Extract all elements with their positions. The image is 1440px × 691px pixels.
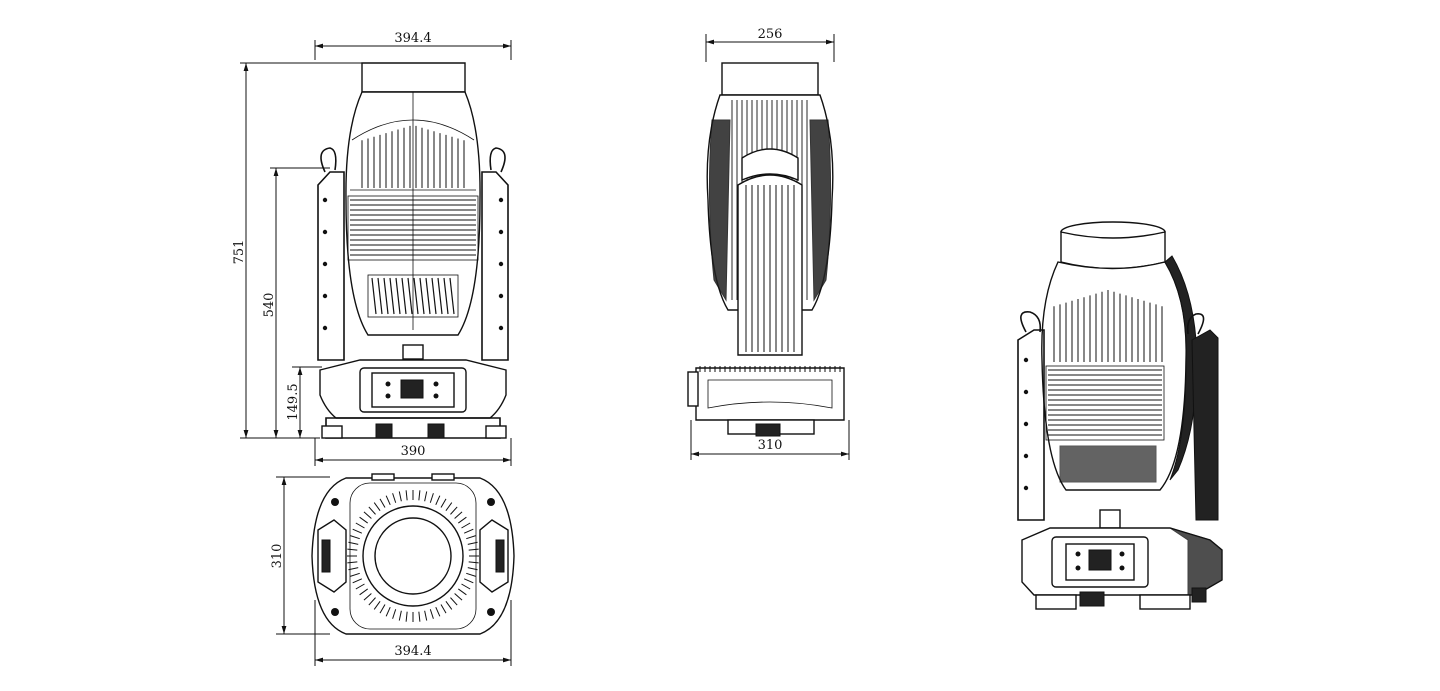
top-depth-label: 310 [270, 544, 285, 569]
front-height-total-label: 751 [232, 240, 247, 265]
side-width-base-label: 310 [758, 438, 783, 453]
top-width-label: 394.4 [394, 644, 431, 659]
top-view: 310 394.4 [270, 473, 515, 666]
yoke-dots-left [322, 197, 328, 331]
front-height-arms-label: 540 [262, 293, 277, 318]
front-height-base-label: 149.5 [286, 383, 301, 420]
side-width-top-label: 256 [758, 27, 783, 42]
side-view: 256 310 [687, 27, 850, 460]
yoke-dots-right [498, 197, 504, 331]
perspective-view [1017, 221, 1223, 610]
front-width-base-label: 390 [401, 444, 426, 459]
front-width-top-label: 394.4 [394, 31, 431, 46]
front-view: 394.4 751 540 149.5 390 [232, 31, 512, 466]
